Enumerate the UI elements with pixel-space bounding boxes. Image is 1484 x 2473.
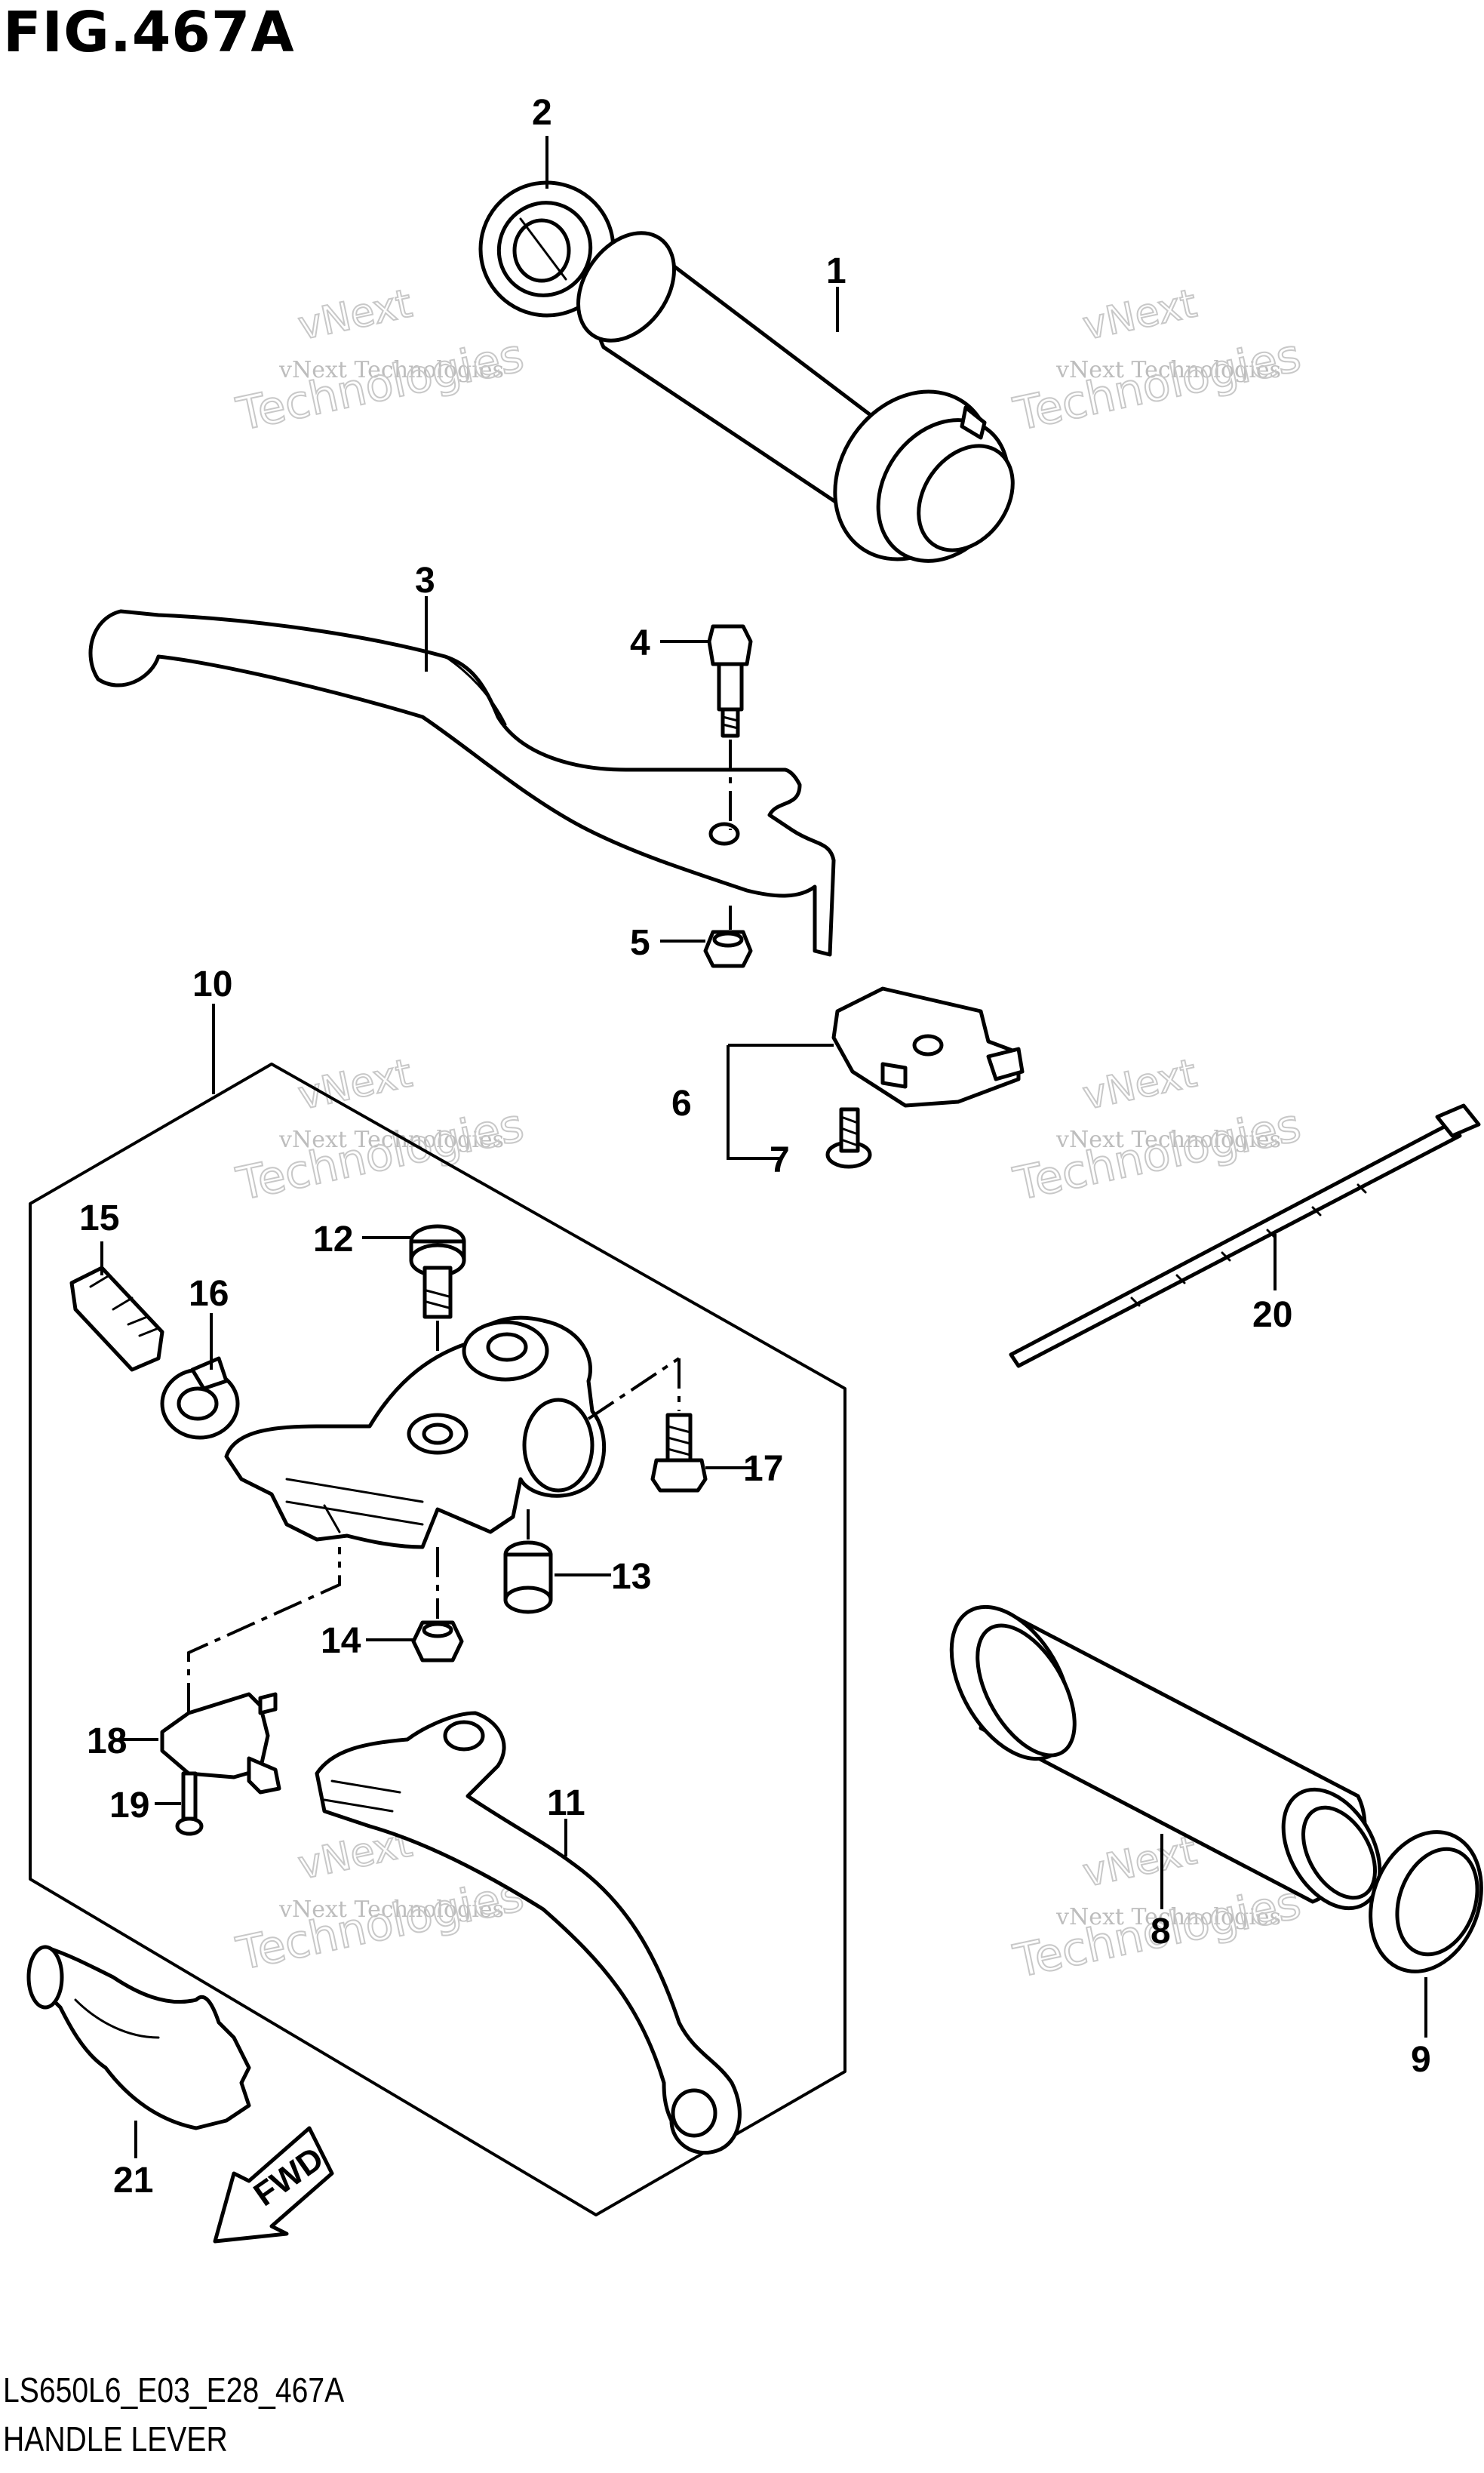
callout-19: 19 [109, 1786, 149, 1826]
svg-text:vNext Technologies: vNext Technologies [1055, 357, 1281, 383]
svg-text:Technologies: Technologies [232, 329, 529, 441]
part-8-left-grip [949, 1604, 1382, 1911]
svg-text:vNext Technologies: vNext Technologies [278, 1896, 504, 1923]
part-21-lever-cover [26, 1945, 251, 2130]
callout-18: 18 [87, 1721, 127, 1761]
callout-21: 21 [113, 2161, 153, 2201]
part-12-pin [409, 1224, 466, 1396]
part-20-cable-tie [1009, 1103, 1481, 1368]
leader-lines [100, 136, 1427, 2158]
svg-text:vNext Technologies: vNext Technologies [1055, 1904, 1281, 1930]
part-17-bolt [587, 1357, 708, 1493]
part-11-clutch-lever [315, 1711, 742, 2155]
figure-code: LS650L6_E03_E28_467A [3, 2370, 345, 2410]
part-13-collar [503, 1502, 553, 1614]
callout-20: 20 [1252, 1295, 1292, 1335]
svg-text:Technologies: Technologies [1009, 329, 1306, 441]
callout-1: 1 [826, 251, 846, 291]
figure-title: FIG.467A [3, 0, 295, 65]
callout-3: 3 [415, 561, 435, 601]
callout-6: 6 [671, 1084, 692, 1124]
watermark-top-left: vNext Technologies vNext Technologies [232, 280, 530, 441]
part-7-screw [825, 1107, 872, 1169]
part-15-adjuster-bolt [69, 1266, 164, 1372]
part-4-pivot-bolt [707, 624, 753, 830]
figure-name: HANDLE LEVER [3, 2419, 228, 2459]
svg-text:vNext: vNext [294, 281, 416, 349]
svg-text:vNext: vNext [1079, 1828, 1200, 1896]
part-18-clutch-switch [160, 1547, 341, 1795]
svg-text:Technologies: Technologies [232, 1869, 529, 1981]
part-1-grip [576, 231, 1015, 563]
callout-16: 16 [189, 1274, 229, 1314]
part-14-nut [411, 1547, 464, 1663]
callout-9: 9 [1411, 2040, 1431, 2080]
watermark-mid-right: vNext Technologies vNext Technologies [1009, 1050, 1307, 1211]
part-19-screw [175, 1771, 204, 1836]
svg-text:Technologies: Technologies [232, 1099, 529, 1211]
svg-text:vNext: vNext [1079, 1050, 1200, 1118]
part-5-nut [703, 906, 753, 968]
svg-text:vNext Technologies: vNext Technologies [1055, 1127, 1281, 1153]
callout-8: 8 [1151, 1912, 1171, 1952]
callout-14: 14 [321, 1621, 361, 1661]
callout-4: 4 [630, 623, 650, 663]
part-3-brake-lever [88, 609, 836, 957]
callout-labels: 1 2 3 4 5 6 7 8 9 10 11 12 13 14 15 16 1… [79, 93, 1431, 2201]
part-10-assembly-box [29, 1063, 846, 2216]
svg-text:vNext: vNext [294, 1050, 416, 1118]
callout-11: 11 [547, 1783, 585, 1823]
callout-5: 5 [630, 923, 650, 963]
svg-text:vNext Technologies: vNext Technologies [278, 357, 504, 383]
callout-15: 15 [79, 1198, 119, 1238]
callout-10: 10 [192, 964, 232, 1004]
part-9-end-cap [1369, 1830, 1483, 1973]
callout-2: 2 [532, 93, 552, 133]
svg-text:vNext: vNext [1079, 281, 1200, 349]
callout-12: 12 [313, 1220, 353, 1260]
watermark-mid-left: vNext Technologies vNext Technologies [232, 1050, 530, 1211]
callout-7: 7 [770, 1140, 790, 1180]
part-10-clutch-holder [224, 1315, 607, 1549]
svg-text:Technologies: Technologies [1009, 1099, 1306, 1211]
callout-17: 17 [743, 1449, 783, 1489]
fwd-arrow: FWD [213, 2126, 334, 2244]
watermark-top-right: vNext Technologies vNext Technologies [1009, 280, 1307, 441]
part-6-brake-switch [831, 986, 1025, 1108]
callout-13: 13 [611, 1557, 651, 1597]
part-16-clip [160, 1356, 240, 1440]
